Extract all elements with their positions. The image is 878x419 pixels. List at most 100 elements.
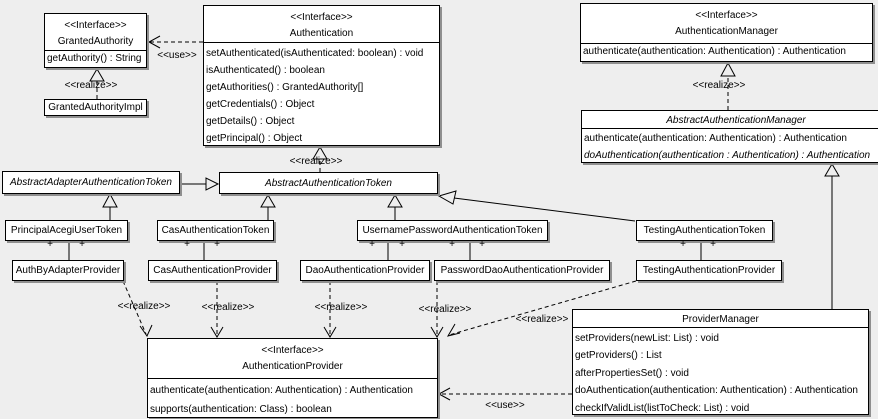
method: checkIfValidList(listToCheck: List) : vo…	[575, 402, 750, 414]
method: getProviders() : List	[575, 350, 662, 362]
association-edges	[68, 241, 702, 260]
use-label: <<use>>	[157, 50, 197, 61]
method: getPrincipal() : Object	[206, 133, 303, 144]
realize-label: <<realize>>	[692, 80, 746, 91]
class-name: GrantedAuthorityImpl	[48, 102, 143, 113]
plus-label: +	[214, 239, 220, 250]
class-name: CasAuthenticationToken	[161, 225, 270, 236]
method: setProviders(newList: List) : void	[575, 333, 719, 344]
method-compartment: setProviders(newList: List) : void getPr…	[573, 328, 868, 417]
method: supports(authentication: Class) : boolea…	[150, 404, 332, 415]
use-arrow-icon	[147, 35, 161, 49]
method-compartment: authenticate(authentication: Authenticat…	[148, 379, 437, 419]
class-box-abstract-authentication-token[interactable]: AbstractAuthenticationToken	[219, 172, 438, 194]
generalization-edges	[102, 163, 840, 309]
method: setAuthenticated(isAuthenticated: boolea…	[206, 48, 424, 59]
generalization-arrow-icon	[102, 192, 118, 208]
class-box-abstract-adapter-authentication-token[interactable]: AbstractAdapterAuthenticationToken	[2, 171, 180, 194]
class-name: PasswordDaoAuthenticationProvider	[440, 265, 604, 276]
realize-label: <<realize>>	[418, 304, 472, 315]
class-name: AuthenticationProvider	[242, 361, 343, 372]
class-box-provider-manager[interactable]: ProviderManager setProviders(newList: Li…	[572, 309, 869, 415]
generalization-arrow-icon	[387, 194, 403, 208]
class-name: AbstractAuthenticationToken	[265, 177, 392, 189]
realize-open-arrow-icon	[323, 326, 337, 338]
method: authenticate(authentication: Authenticat…	[583, 46, 846, 57]
method-compartment: authenticate(authentication: Authenticat…	[581, 44, 872, 57]
plus-label: +	[47, 239, 53, 250]
class-name: TestingAuthenticationProvider	[642, 265, 776, 276]
method: authenticate(authentication: Authenticat…	[584, 133, 847, 144]
realize-arrow-icon	[720, 61, 736, 77]
class-box-authentication-manager[interactable]: <<Interface>> AuthenticationManager auth…	[580, 3, 873, 62]
class-name: AuthenticationManager	[675, 26, 778, 37]
class-name: AuthByAdapterProvider	[15, 265, 121, 276]
generalization-arrow-icon	[824, 163, 840, 177]
class-box-granted-authority-impl[interactable]: GrantedAuthorityImpl	[44, 99, 147, 116]
use-label: <<use>>	[485, 400, 525, 411]
plus-label: +	[680, 239, 686, 250]
realize-open-arrow-icon	[210, 326, 224, 338]
realize-arrow-icon	[312, 146, 328, 160]
class-header: <<Interface>> AuthenticationProvider	[148, 339, 437, 379]
class-name: DaoAuthenticationProvider	[305, 265, 425, 276]
realization-edges	[96, 76, 729, 336]
class-name: CasAuthenticationProvider	[153, 265, 272, 276]
generalization-arrow-icon	[205, 177, 220, 191]
realize-open-arrow-icon	[430, 326, 444, 338]
plus-label: +	[369, 239, 375, 250]
method: getAuthority() : String	[47, 53, 142, 64]
class-box-testing-authentication-token[interactable]: TestingAuthenticationToken	[636, 220, 773, 241]
realize-open-arrow-icon	[139, 324, 153, 338]
class-header: <<Interface>> GrantedAuthority	[45, 14, 146, 51]
class-box-cas-authentication-token[interactable]: CasAuthenticationToken	[157, 220, 274, 241]
class-box-testing-authentication-provider[interactable]: TestingAuthenticationProvider	[636, 260, 782, 281]
realize-label: <<realize>>	[64, 80, 118, 91]
method: getAuthorities() : GrantedAuthority[]	[206, 82, 364, 93]
plus-label: +	[184, 239, 190, 250]
class-box-granted-authority[interactable]: <<Interface>> GrantedAuthority getAuthor…	[44, 13, 147, 68]
class-box-abstract-authentication-manager[interactable]: AbstractAuthenticationManager authentica…	[581, 110, 878, 163]
plus-label: +	[710, 239, 716, 250]
realize-label: <<realize>>	[515, 314, 569, 325]
stereotype-label: <<Interface>>	[695, 10, 758, 21]
method: isAuthenticated() : boolean	[206, 65, 325, 76]
realization-triangles	[89, 61, 736, 160]
stereotype-label: <<Interface>>	[261, 345, 324, 356]
class-box-dao-authentication-provider[interactable]: DaoAuthenticationProvider	[300, 260, 430, 281]
plus-label: +	[449, 239, 455, 250]
class-box-principal-acegi-user-token[interactable]: PrincipalAcegiUserToken	[5, 220, 128, 241]
method: authenticate(authentication: Authenticat…	[150, 385, 413, 396]
class-box-password-dao-authentication-provider[interactable]: PasswordDaoAuthenticationProvider	[434, 260, 610, 281]
class-name: Authentication	[289, 28, 354, 39]
class-box-auth-by-adapter-provider[interactable]: AuthByAdapterProvider	[12, 260, 124, 281]
method: getDetails() : Object	[206, 116, 295, 127]
stereotype-label: <<Interface>>	[64, 20, 127, 31]
class-header: ProviderManager	[573, 310, 868, 328]
class-name: UsernamePasswordAuthenticationToken	[362, 225, 543, 236]
class-name: GrantedAuthority	[57, 36, 134, 47]
method-abstract: doAuthentication(authentication : Authen…	[584, 150, 871, 161]
realize-label: <<realize>>	[201, 302, 255, 313]
use-dependency-edges	[150, 41, 572, 395]
generalization-arrow-icon	[437, 190, 457, 205]
class-name: AbstractAuthenticationManager	[666, 115, 806, 126]
realize-arrow-icon	[89, 68, 105, 82]
method-compartment: setAuthenticated(isAuthenticated: boolea…	[204, 43, 439, 147]
realize-label: <<realize>>	[289, 156, 343, 167]
generalization-arrow-icon	[260, 194, 276, 208]
method: getCredentials() : Object	[206, 99, 315, 110]
class-box-authentication[interactable]: <<Interface>> Authentication setAuthenti…	[203, 5, 440, 146]
class-box-cas-authentication-provider[interactable]: CasAuthenticationProvider	[148, 260, 277, 281]
class-box-username-password-authentication-token[interactable]: UsernamePasswordAuthenticationToken	[357, 220, 548, 241]
method-compartment: getAuthority() : String	[45, 51, 146, 64]
class-header: AbstractAuthenticationManager	[582, 111, 878, 129]
class-name: PrincipalAcegiUserToken	[10, 225, 123, 236]
realize-label: <<realize>>	[117, 301, 171, 312]
class-header: <<Interface>> Authentication	[204, 6, 439, 43]
class-box-authentication-provider[interactable]: <<Interface>> AuthenticationProvider aut…	[147, 338, 438, 418]
class-name: ProviderManager	[682, 314, 759, 325]
method: afterPropertiesSet() : void	[575, 367, 689, 379]
realize-open-arrow-icon	[446, 323, 461, 337]
